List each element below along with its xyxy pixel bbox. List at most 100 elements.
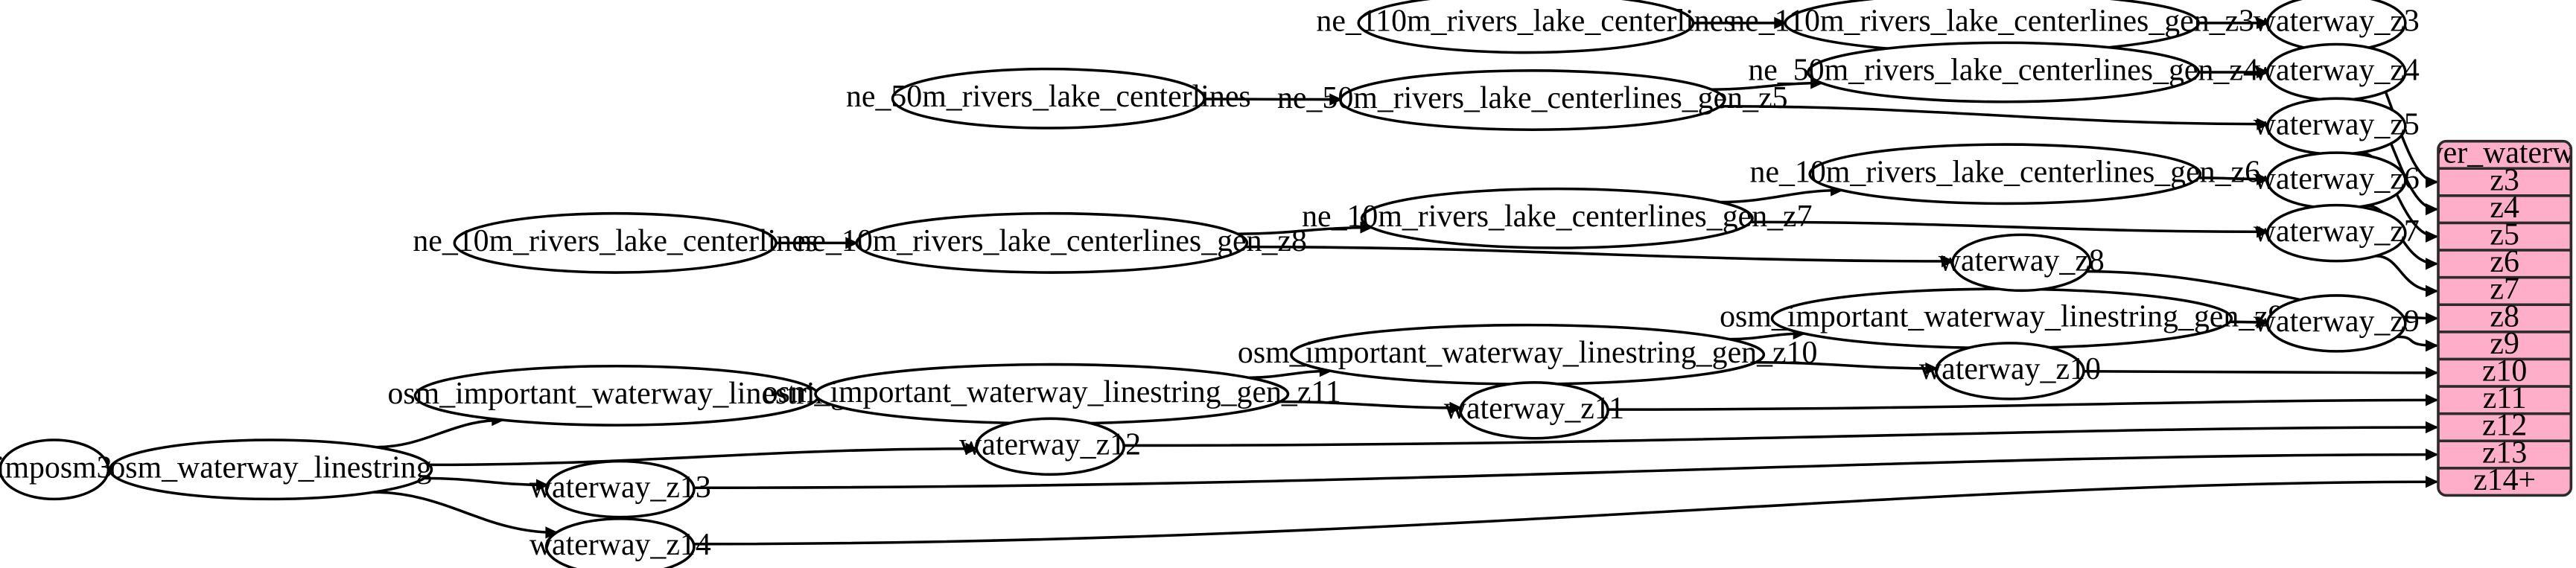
node-ne_10m_rivers_lake_centerlines_gen_z7[interactable]: ne_10m_rivers_lake_centerlines_gen_z7 [1302, 187, 1813, 249]
node-label-imposm3: imposm3 [0, 450, 112, 485]
edge-waterway_z7--to--layer_waterway_z7 [2376, 255, 2439, 298]
edge-line [375, 418, 503, 449]
node-waterway_z11[interactable]: waterway_z11 [1444, 381, 1624, 440]
node-label-osm_important_waterway_linestring_gen_z10: osm_important_waterway_linestring_gen_z1… [1238, 336, 1818, 370]
edge-arrowhead [1329, 93, 1343, 106]
node-waterway_z12[interactable]: waterway_z12 [959, 417, 1141, 476]
node-label-ne_110m_rivers_lake_centerlines: ne_110m_rivers_lake_centerlines [1316, 4, 1735, 39]
edge-waterway_z14--to--layer_waterway_z14_ [693, 476, 2439, 546]
edge-ne_110m_rivers_lake_centerlines_gen_z3--to--waterway_z3 [2198, 16, 2270, 30]
node-shape-waterway_z12 [975, 417, 1125, 476]
node-waterway_z7[interactable]: waterway_z7 [2254, 203, 2420, 263]
node-label-waterway_z11: waterway_z11 [1444, 392, 1624, 426]
edge-line [1237, 226, 1372, 235]
node-shape-ne_110m_rivers_lake_centerlines [1357, 0, 1695, 54]
record-row-label-z13: z13 [2482, 435, 2527, 470]
node-ne_110m_rivers_lake_centerlines[interactable]: ne_110m_rivers_lake_centerlines [1316, 0, 1736, 54]
record-row-label-z6: z6 [2490, 245, 2519, 279]
record-row-z14+[interactable] [2437, 467, 2572, 496]
edge-line [1608, 398, 2437, 411]
edge-osm_waterway_linestring--to--osm_important_waterway_linestring [375, 414, 505, 449]
node-label-waterway_z9: waterway_z9 [2254, 304, 2420, 339]
edge-arrowhead [2425, 258, 2439, 270]
node-label-osm_important_waterway_linestring_gen_z9: osm_important_waterway_linestring_gen_z9 [1720, 300, 2284, 334]
node-shape-ne_50m_rivers_lake_centerlines_gen_z4 [1807, 41, 2201, 103]
node-waterway_z9[interactable]: waterway_z9 [2254, 294, 2420, 353]
edge-osm_important_waterway_linestring_gen_z10--to--waterway_z10 [1755, 360, 1939, 375]
node-ne_50m_rivers_lake_centerlines[interactable]: ne_50m_rivers_lake_centerlines [846, 67, 1251, 130]
node-label-ne_50m_rivers_lake_centerlines: ne_50m_rivers_lake_centerlines [846, 80, 1251, 114]
edge-line [1245, 245, 1953, 263]
edge-arrowhead [2257, 66, 2270, 79]
edge-arrowhead [2425, 339, 2439, 352]
node-shape-ne_10m_rivers_lake_centerlines [453, 211, 777, 274]
node-shape-waterway_z13 [544, 459, 696, 519]
record-row-z6[interactable] [2437, 249, 2572, 279]
record-header-label: layer_waterway [2405, 136, 2576, 170]
node-ne_50m_rivers_lake_centerlines_gen_z4[interactable]: ne_50m_rivers_lake_centerlines_gen_z4 [1748, 41, 2259, 103]
node-osm_important_waterway_linestring_gen_z9[interactable]: osm_important_waterway_linestring_gen_z9 [1720, 287, 2284, 350]
node-label-waterway_z13: waterway_z13 [529, 470, 711, 505]
edges-layer [98, 16, 2439, 546]
node-waterway_z13[interactable]: waterway_z13 [529, 459, 711, 519]
node-label-waterway_z14: waterway_z14 [529, 528, 711, 562]
edge-waterway_z9--to--layer_waterway_z9 [2397, 335, 2439, 352]
node-label-ne_10m_rivers_lake_centerlines_gen_z8: ne_10m_rivers_lake_centerlines_gen_z8 [797, 224, 1307, 258]
edge-arrowhead [2425, 448, 2439, 461]
edge-arrowhead [2425, 366, 2439, 379]
edge-line [1711, 81, 1822, 92]
edge-osm_important_waterway_linestring_gen_z9--to--waterway_z9 [2230, 316, 2270, 329]
node-shape-ne_10m_rivers_lake_centerlines_gen_z7 [1360, 187, 1754, 249]
node-waterway_z10[interactable]: waterway_z10 [1919, 342, 2101, 401]
node-ne_10m_rivers_lake_centerlines[interactable]: ne_10m_rivers_lake_centerlines [413, 211, 818, 274]
record-node-layer: layer_waterwayz3z4z5z6z7z8z9z10z11z12z13… [2405, 136, 2576, 497]
node-label-ne_50m_rivers_lake_centerlines_gen_z5: ne_50m_rivers_lake_centerlines_gen_z5 [1277, 81, 1787, 115]
node-waterway_z3[interactable]: waterway_z3 [2254, 0, 2420, 53]
record-node-layer_waterway[interactable]: layer_waterwayz3z4z5z6z7z8z9z10z11z12z13… [2405, 136, 2576, 497]
node-osm_important_waterway_linestring_gen_z11[interactable]: osm_important_waterway_linestring_gen_z1… [763, 363, 1341, 425]
node-label-ne_10m_rivers_lake_centerlines: ne_10m_rivers_lake_centerlines [413, 224, 818, 258]
edge-arrowhead [1925, 362, 1939, 375]
node-ne_10m_rivers_lake_centerlines_gen_z8[interactable]: ne_10m_rivers_lake_centerlines_gen_z8 [797, 211, 1307, 274]
node-waterway_z14[interactable]: waterway_z14 [529, 517, 711, 568]
edge-arrowhead [2257, 226, 2270, 238]
record-row-label-z10: z10 [2482, 354, 2527, 389]
edge-arrowhead [2425, 312, 2439, 325]
node-osm_important_waterway_linestring[interactable]: osm_important_waterway_linestring [387, 364, 846, 427]
node-label-ne_50m_rivers_lake_centerlines_gen_z4: ne_50m_rivers_lake_centerlines_gen_z4 [1748, 54, 2259, 88]
node-shape-ne_50m_rivers_lake_centerlines [891, 67, 1206, 130]
edge-osm_important_waterway_linestring_gen_z11--to--waterway_z11 [1279, 400, 1463, 415]
edge-ne_10m_rivers_lake_centerlines_gen_z8--to--waterway_z8 [1245, 245, 1955, 268]
edge-arrowhead [845, 237, 859, 249]
edge-arrowhead [965, 442, 979, 455]
node-shape-imposm3 [0, 438, 110, 501]
edge-line [1124, 426, 2437, 447]
edge-line [373, 491, 557, 535]
node-label-osm_waterway_linestring: osm_waterway_linestring [109, 450, 431, 485]
record-row-label-z7: z7 [2490, 272, 2519, 307]
node-waterway_z6[interactable]: waterway_z6 [2254, 151, 2420, 210]
node-shape-waterway_z14 [544, 517, 696, 568]
node-ne_110m_rivers_lake_centerlines_gen_z3[interactable]: ne_110m_rivers_lake_centerlines_gen_z3 [1729, 0, 2254, 54]
edge-arrowhead [2257, 316, 2270, 329]
node-osm_waterway_linestring[interactable]: osm_waterway_linestring [108, 438, 433, 501]
node-ne_50m_rivers_lake_centerlines_gen_z5[interactable]: ne_50m_rivers_lake_centerlines_gen_z5 [1277, 69, 1788, 131]
node-waterway_z5[interactable]: waterway_z5 [2254, 97, 2420, 156]
node-shape-waterway_z11 [1459, 381, 1609, 440]
node-label-waterway_z10: waterway_z10 [1919, 352, 2101, 386]
edge-arrowhead [1449, 401, 1463, 415]
record-row-z3[interactable] [2437, 167, 2572, 197]
edge-arrowhead [535, 479, 550, 491]
node-waterway_z8[interactable]: waterway_z8 [1939, 233, 2105, 293]
node-label-waterway_z4: waterway_z4 [2254, 54, 2420, 88]
node-imposm3[interactable]: imposm3 [0, 438, 112, 501]
node-ne_10m_rivers_lake_centerlines_gen_z6[interactable]: ne_10m_rivers_lake_centerlines_gen_z6 [1750, 143, 2260, 205]
edge-ne_110m_rivers_lake_centerlines--to--ne_110m_rivers_lake_centerlines_gen_z3 [1693, 16, 1787, 30]
node-shape-waterway_z9 [2266, 294, 2407, 353]
edge-line [429, 447, 977, 467]
edge-waterway_z10--to--layer_waterway_z10 [2084, 366, 2439, 379]
node-waterway_z4[interactable]: waterway_z4 [2254, 42, 2420, 102]
edge-line [1720, 104, 2268, 126]
